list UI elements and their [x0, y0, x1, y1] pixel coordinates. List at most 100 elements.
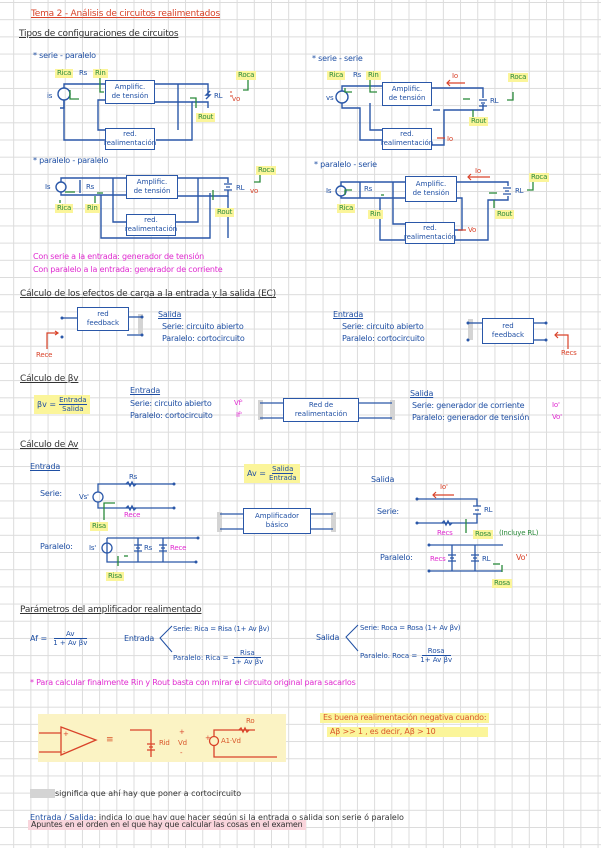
params-salida-paralelo: Paralelo. Roca = Rosa 1+ Av βv — [360, 647, 452, 664]
plus-sign: + — [63, 730, 69, 738]
salida-serie: Serie: circuito abierto — [162, 322, 244, 331]
rs-label: Rs — [86, 183, 95, 191]
params-salida-label: Salida — [316, 633, 340, 642]
amplifier-block: Amplific.de tensión — [126, 175, 178, 199]
vf-mark: Vf' — [234, 399, 243, 407]
feedback-block: red.realimentación — [381, 128, 433, 150]
bv-lhs: βv = — [37, 400, 57, 409]
entrada-title: Entrada — [333, 310, 364, 319]
bv-salida-title: Salida — [410, 389, 434, 398]
params-tip: * Para calcular finalmente Rin y Rout ba… — [30, 678, 356, 687]
feedback-condition-line2: Aβ >> 1 , es decir, Aβ > 10 — [327, 727, 488, 737]
feedback-block: red.realimentación — [104, 128, 156, 150]
av-salida-serie: Serie: — [377, 507, 399, 516]
rece-label: Rece — [36, 351, 53, 359]
legend-blue: Entrada / Salida: indica lo que hay que … — [30, 805, 404, 824]
av-denominator: Entrada — [268, 474, 297, 482]
note-serie-entrada: Con serie a la entrada: generador de ten… — [33, 252, 205, 261]
rs-parallel-label: Rs — [144, 544, 153, 552]
paralelo-num: Risa — [234, 649, 261, 658]
bv-entrada-paralelo: Paralelo: cortocircuito — [130, 411, 213, 420]
block-line2: realimentación — [294, 410, 348, 418]
roca-label: Roca — [236, 71, 257, 80]
loads-heading: Cálculo de los efectos de carga a la ent… — [20, 289, 276, 299]
rica-label: Rica — [55, 204, 74, 213]
io-mark: Io' — [552, 401, 560, 409]
rl-paralelo-label: RL — [482, 555, 491, 563]
roca-label: Roca — [508, 73, 529, 82]
av-lhs: Av = — [247, 469, 266, 478]
av-fraction: Salida Entrada — [269, 465, 297, 482]
io-label: Io — [452, 72, 458, 80]
vo-label: vo — [232, 95, 241, 103]
rout-label: Rout — [469, 117, 489, 126]
ro-label: Ro — [246, 717, 255, 725]
feedback-block: red.realimentación — [125, 214, 177, 236]
equivalent-sign: ≡ — [106, 735, 114, 745]
block-line1: Amplificador — [254, 512, 300, 520]
paralelo-den: 1+ Av βv — [420, 656, 453, 664]
fb-line1: red. — [123, 130, 137, 138]
amp-line2: de tensión — [133, 187, 171, 195]
bv-entrada-title: Entrada — [130, 386, 161, 395]
minus-sign: - — [63, 748, 66, 756]
rout-label: Rout — [495, 210, 515, 219]
entrada-paralelo: Paralelo: cortocircuito — [342, 334, 425, 343]
af-denominator: 1 + Av βv — [53, 639, 88, 647]
entrada-serie: Serie: circuito abierto — [342, 322, 424, 331]
paralelo-fraction: Risa 1+ Av βv — [231, 649, 263, 666]
rid-label: Rid — [159, 739, 170, 747]
rece-paralelo-label: Rece — [170, 544, 187, 552]
src-plus-sign: + — [205, 734, 211, 742]
roca-label: Roca — [529, 173, 550, 182]
recs-serie-label: Recs — [437, 529, 453, 537]
av-entrada-paralelo: Paralelo: — [40, 542, 73, 551]
rin-label: Rin — [368, 210, 383, 219]
bv-salida-serie: Serie: generador de corriente — [412, 401, 525, 410]
types-heading: Tipos de configuraciones de circuitos — [19, 29, 179, 39]
af-formula: Af = Av 1 + Av βv — [30, 630, 87, 647]
rin-label: Rin — [85, 204, 100, 213]
amp-line1: Amplific. — [391, 85, 423, 93]
amplifier-block: Amplific.de tensión — [105, 80, 155, 104]
dependent-source-label: A1·Vd — [221, 737, 241, 745]
paralelo-lhs: Paralelo. Roca = — [360, 651, 418, 660]
params-entrada-serie: Serie: Rica = Risa (1+ Av βv) — [173, 625, 270, 633]
source-label: Is — [45, 183, 51, 191]
vd-minus-sign: - — [180, 749, 183, 757]
if-label: Io — [447, 135, 453, 143]
feedback-condition-line1: Es buena realimentación negativa cuando: — [320, 713, 490, 723]
legend-pink: Apuntes en el orden en el que hay que ca… — [28, 820, 306, 830]
fb-line1: red. — [400, 130, 414, 138]
config-label: * serie - paralelo — [33, 51, 96, 60]
fb-line1: red. — [423, 224, 437, 232]
rl-label: RL — [214, 92, 223, 100]
params-salida-serie: Serie: Roca = Rosa (1+ Av βv) — [360, 624, 461, 632]
rica-label: Rica — [327, 71, 346, 80]
io-label: Io — [475, 167, 481, 175]
rin-label: Rin — [366, 71, 381, 80]
amplifier-block: Amplific.de tensión — [405, 176, 457, 202]
av-heading: Cálculo de Av — [20, 440, 79, 450]
block-line2: básico — [265, 521, 289, 529]
feedback-block: red.realimentación — [404, 222, 456, 244]
blue-legend-key: Entrada / Salida — [30, 813, 94, 822]
bv-fraction: Entrada Salida — [59, 396, 87, 413]
rout-label: Rout — [196, 113, 216, 122]
av-salida-paralelo: Paralelo: — [380, 553, 413, 562]
av-salida-title: Salida — [371, 475, 395, 484]
rl-label: RL — [490, 97, 499, 105]
paralelo-lhs: Paralelo: Rica = — [173, 653, 229, 662]
recs-label: Recs — [561, 349, 577, 357]
rl-label: RL — [236, 184, 245, 192]
rl-serie-label: RL — [484, 506, 493, 514]
opamp-equivalent-box — [38, 714, 286, 762]
bv-denominator: Salida — [62, 405, 84, 413]
